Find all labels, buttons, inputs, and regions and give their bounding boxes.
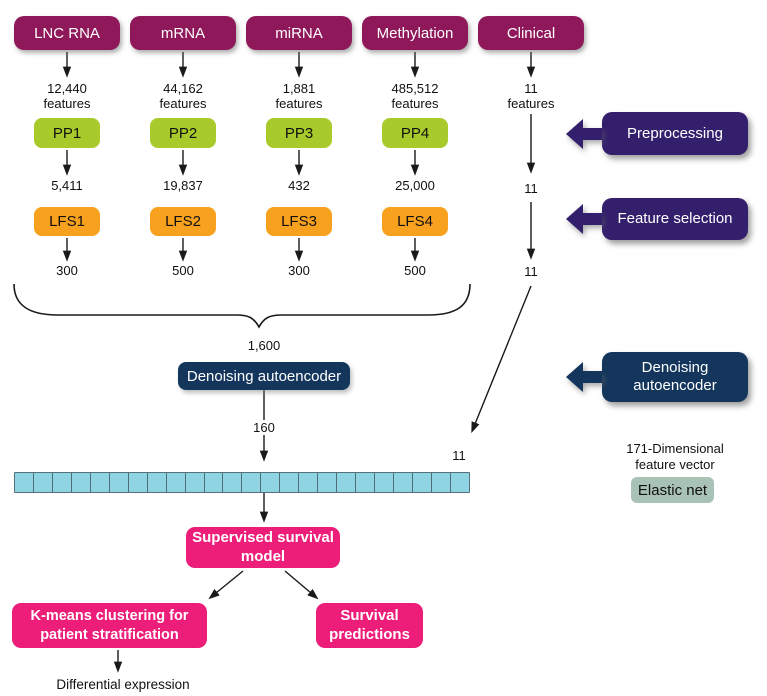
dimension-note: 171-Dimensional feature vector: [626, 441, 724, 472]
pp1-box: PP1: [34, 118, 100, 148]
clinical-vector-count: 11: [452, 448, 466, 463]
after-pp-count: 25,000: [395, 178, 435, 193]
feature-vector-cell: [72, 473, 91, 492]
count-value: 485,512: [391, 81, 439, 96]
feature-vector-cell: [186, 473, 205, 492]
elastic-net-box: Elastic net: [631, 477, 714, 503]
count-value: 44,162: [163, 81, 203, 96]
feature-vector-cell: [34, 473, 53, 492]
feature-vector-cell: [337, 473, 357, 492]
after-lfs-count: 300: [288, 263, 310, 278]
count-word: features: [43, 95, 91, 111]
count-value: 11: [524, 81, 538, 96]
source-box-lnc-rna: LNC RNA: [14, 16, 120, 50]
count-word: features: [275, 95, 323, 111]
after-lfs-count: 500: [404, 263, 426, 278]
feature-vector-cell: [413, 473, 432, 492]
count-value: 12,440: [47, 81, 87, 96]
source-box-methylation: Methylation: [362, 16, 468, 50]
feature-count-lnc-rna: 12,440 features: [22, 81, 112, 112]
count-word: features: [159, 95, 207, 111]
count-word: features: [507, 95, 555, 111]
feature-vector-cell: [205, 473, 224, 492]
lfs4-box: LFS4: [382, 207, 448, 236]
feature-vector-cell: [129, 473, 148, 492]
lfs1-box: LFS1: [34, 207, 100, 236]
supervised-survival-model-box: Supervised survival model: [186, 527, 340, 568]
feature-vector-cell: [91, 473, 110, 492]
stage-label-denoising-autoencoder: Denoising autoencoder: [566, 352, 748, 402]
count-word: features: [391, 95, 439, 111]
source-box-mrna: mRNA: [130, 16, 236, 50]
after-lfs-count-clinical: 11: [524, 264, 538, 279]
feature-vector-cell: [261, 473, 281, 492]
concat-total-label: 1,600: [247, 338, 281, 353]
feature-vector-cell: [451, 473, 469, 492]
source-box-clinical: Clinical: [478, 16, 584, 50]
after-pp-count: 19,837: [163, 178, 203, 193]
feature-vector-cell: [110, 473, 129, 492]
left-block-arrow-icon: [566, 204, 602, 234]
kmeans-clustering-box: K-means clustering for patient stratific…: [12, 603, 207, 648]
feature-vector-cell: [318, 473, 338, 492]
stage-label-text: Feature selection: [617, 210, 733, 227]
stage-label-text: Denoising autoencoder: [633, 359, 717, 394]
feature-vector-cell: [167, 473, 186, 492]
after-lfs-count: 500: [172, 263, 194, 278]
after-pp-count-clinical: 11: [524, 181, 538, 196]
feature-count-mrna: 44,162 features: [138, 81, 228, 112]
feature-vector-cell: [356, 473, 376, 492]
lfs2-box: LFS2: [150, 207, 216, 236]
differential-expression-label: Differential expression: [56, 677, 190, 692]
after-pp-count: 432: [288, 178, 310, 193]
source-box-mirna: miRNA: [246, 16, 352, 50]
feature-vector-cell: [15, 473, 34, 492]
feature-vector-cell: [242, 473, 262, 492]
feature-vector-cell: [223, 473, 243, 492]
encoded-count-label: 160: [244, 420, 284, 435]
after-pp-count: 5,411: [51, 178, 83, 193]
feature-count-clinical: 11 features: [486, 81, 576, 112]
pp4-box: PP4: [382, 118, 448, 148]
feature-vector-cell: [375, 473, 395, 492]
after-lfs-count: 300: [56, 263, 78, 278]
stage-label-preprocessing: Preprocessing: [566, 112, 748, 155]
feature-vector-cell: [53, 473, 72, 492]
pp2-box: PP2: [150, 118, 216, 148]
feature-vector-cell: [280, 473, 300, 492]
feature-vector-cell: [148, 473, 167, 492]
pp3-box: PP3: [266, 118, 332, 148]
lfs3-box: LFS3: [266, 207, 332, 236]
feature-count-methylation: 485,512 features: [370, 81, 460, 112]
feature-vector-cell: [432, 473, 451, 492]
feature-vector-cell: [394, 473, 414, 492]
stage-label-text: Preprocessing: [627, 124, 723, 142]
feature-vector-bar: [14, 472, 470, 493]
left-block-arrow-icon: [566, 118, 602, 149]
denoising-autoencoder-box: Denoising autoencoder: [178, 362, 350, 390]
stage-label-feature-selection: Feature selection: [566, 198, 748, 240]
count-value: 1,881: [282, 81, 316, 96]
survival-predictions-box: Survival predictions: [316, 603, 423, 648]
feature-count-mirna: 1,881 features: [254, 81, 344, 112]
feature-vector-cell: [299, 473, 319, 492]
left-block-arrow-icon: [566, 362, 602, 392]
